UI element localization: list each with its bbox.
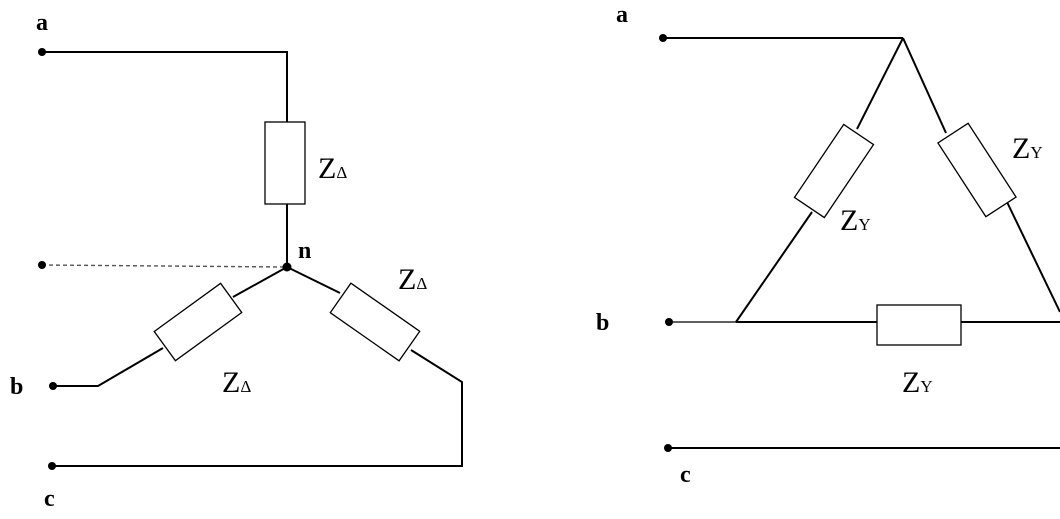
terminal-b-dot (665, 318, 673, 326)
impedance-label-a: ZΔ (318, 152, 347, 185)
impedance-label-c: ZΔ (398, 263, 427, 296)
resistor-ac (937, 122, 1017, 218)
resistor-a (264, 121, 306, 205)
impedance-label-bc: ZY (902, 366, 933, 399)
wire-left-res-to-b (735, 211, 813, 323)
resistor-ab (793, 123, 875, 219)
terminal-b-dot (49, 382, 57, 390)
wire-n-to-rb (232, 266, 288, 298)
label-a: a (616, 2, 628, 28)
impedance-label-ab: ZY (840, 204, 871, 237)
neutral-terminal-dot (38, 261, 46, 269)
label-a: a (36, 10, 48, 36)
label-b: b (596, 310, 609, 336)
label-c: c (680, 462, 691, 488)
neutral-node-dot (282, 262, 292, 272)
resistor-b (153, 282, 243, 362)
wire-c (52, 349, 463, 467)
impedance-label-b: ZΔ (222, 366, 251, 399)
wire-a (42, 51, 288, 122)
wire-top-to-right-res (902, 37, 947, 134)
terminal-a-dot (38, 48, 46, 56)
terminal-c-dot (664, 444, 672, 452)
label-n: n (298, 238, 311, 264)
resistor-bc (876, 304, 962, 346)
wire-right-res-down (1006, 201, 1060, 313)
terminal-a-dot (659, 34, 667, 42)
wire-n-to-rc (286, 266, 341, 294)
label-c: c (44, 486, 55, 512)
delta-circuit: a b c ZY ZY ZY (596, 2, 1060, 488)
terminal-c-dot (48, 462, 56, 470)
wire-top-to-left-res (856, 37, 904, 130)
wire-b (53, 347, 164, 387)
star-circuit: a b c n ZΔ ZΔ ZΔ (10, 10, 463, 512)
impedance-label-ac: ZY (1012, 132, 1043, 165)
label-b: b (10, 374, 23, 400)
resistor-c (329, 282, 421, 362)
neutral-dashed-wire (41, 264, 286, 268)
